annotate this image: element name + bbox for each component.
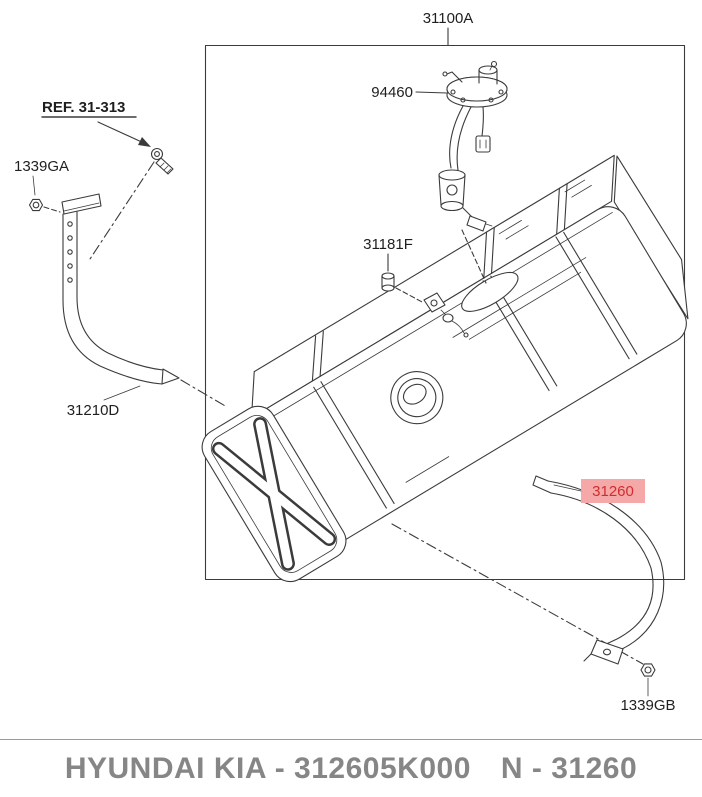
ref-callout: REF. 31-313 [41,99,174,263]
nut-left-callout: 1339GA [14,158,69,213]
leader-line [103,385,141,401]
footer-reference: N - 31260 [500,751,638,785]
label-31210D[interactable]: 31210D [67,402,120,419]
label-1339GB[interactable]: 1339GB [620,697,675,714]
nut-icon [28,198,44,212]
centerline [87,161,155,263]
fuel-pump-sender-drawing: 94460 [371,60,508,284]
strap-foot [590,639,624,665]
catalog-footer: HYUNDAI KIA - 312605K000 N - 31260 [0,739,702,797]
footer-part-number: HYUNDAI KIA - 312605K000 [64,751,471,785]
leader-line [553,484,582,492]
centerline [391,523,644,665]
vent-valve-drawing: 31181F [363,236,469,338]
label-1339GA[interactable]: 1339GA [14,158,69,175]
parts-diagram: 31100A [14,10,689,714]
mount-dash-line [461,229,487,284]
tank-seam-lines [405,257,587,483]
tank-edge-chamfer [266,212,613,421]
nut-icon [640,663,656,677]
bolt-icon [150,147,174,175]
leader-line [415,91,448,94]
label-31100A[interactable]: 31100A [423,10,474,27]
arrowhead-icon [138,137,151,147]
tank-top-slots [498,179,592,240]
label-94460[interactable]: 94460 [371,84,413,101]
tank-bracket-drawing: 31210D [61,193,228,419]
callout-assembly: 31100A [423,10,474,46]
leader-line [32,175,36,196]
label-31181F[interactable]: 31181F [363,236,413,253]
tank-strap-drawing: 31260 [391,475,665,665]
tank-end-cap [201,405,347,583]
label-ref[interactable]: REF. 31-313 [42,99,125,116]
nut-right-callout: 1339GB [620,663,676,714]
centerline [43,206,61,213]
tank-manhole-oval [461,271,519,312]
tank-filler-neck [390,371,444,425]
centerline [180,379,228,408]
label-31260[interactable]: 31260 [592,483,634,500]
fuel-tank-drawing [201,154,689,583]
arrow-line [97,121,147,145]
strap-hook [532,475,552,494]
highlight-box[interactable] [581,479,645,503]
